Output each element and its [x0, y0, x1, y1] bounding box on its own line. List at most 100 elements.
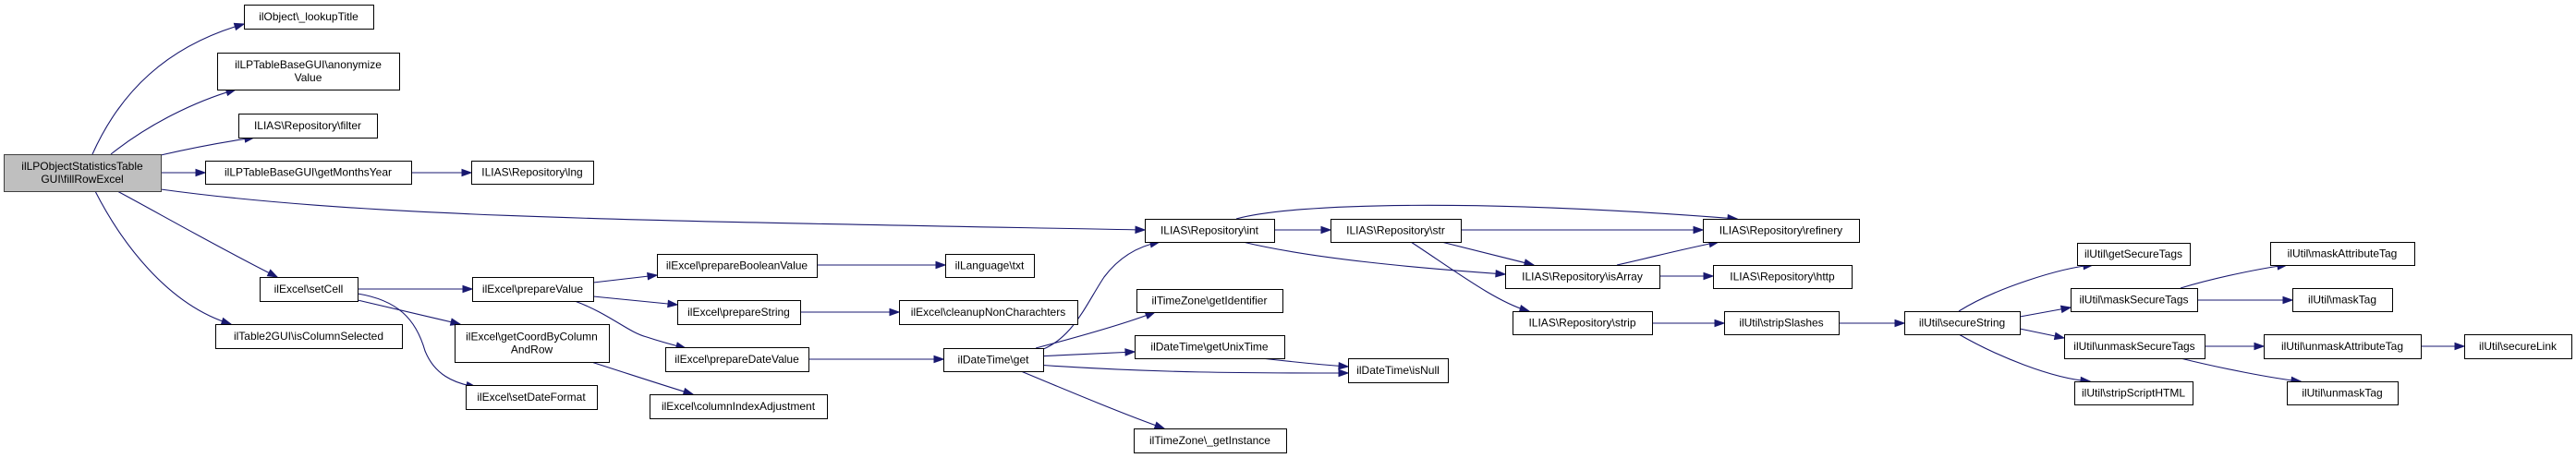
- function-node-stripScriptHTML[interactable]: ilUtil\stripScriptHTML: [2074, 381, 2193, 405]
- node-box: [2077, 243, 2191, 266]
- function-node-secureString[interactable]: ilUtil\secureString: [1904, 311, 2021, 335]
- function-node-unmaskSecureTags[interactable]: ilUtil\unmaskSecureTags: [2064, 334, 2205, 359]
- node-label: AndRow: [511, 344, 553, 356]
- function-node-columnIndexAdjustment[interactable]: ilExcel\columnIndexAdjustment: [650, 394, 828, 419]
- node-label: ILIAS\Repository\str: [1346, 224, 1445, 237]
- function-node-isColumnSelected[interactable]: ilTable2GUI\isColumnSelected: [215, 324, 403, 349]
- edge-unmaskSecureTags-to-unmaskTag: [2180, 357, 2303, 385]
- node-box: [1904, 311, 2021, 335]
- node-label: ilLPTableBaseGUI\getMonthsYear: [225, 166, 392, 179]
- node-label: ilDateTime\isNull: [1356, 364, 1440, 377]
- function-node-strip[interactable]: ILIAS\Repository\strip: [1513, 311, 1653, 335]
- function-node-unmaskAttributeTag[interactable]: ilUtil\unmaskAttributeTag: [2264, 334, 2422, 359]
- node-label: ilUtil\unmaskSecureTags: [2073, 340, 2194, 353]
- edge-stripSlashes-to-secureString: [1839, 319, 1906, 328]
- arrowhead-icon: [667, 299, 679, 308]
- edge-maskSecureTags-to-maskAttributeTag: [2180, 262, 2289, 289]
- function-node-isNull[interactable]: ilDateTime\isNull: [1348, 358, 1449, 383]
- function-node-txt[interactable]: ilLanguage\txt: [945, 254, 1035, 278]
- function-node-setDateFormat[interactable]: ilExcel\setDateFormat: [466, 385, 598, 410]
- function-node-stripSlashes[interactable]: ilUtil\stripSlashes: [1724, 311, 1840, 335]
- arrowhead-icon: [2454, 342, 2466, 351]
- node-label: ilUtil\maskSecureTags: [2079, 294, 2188, 307]
- arrowhead-icon: [935, 260, 947, 270]
- edge-root-to-filter: [160, 135, 256, 156]
- edge-line: [592, 274, 658, 283]
- node-label: ilLanguage\txt: [955, 259, 1025, 272]
- function-node-prepareDateValue[interactable]: ilExcel\prepareDateValue: [665, 347, 809, 372]
- node-label: GUI\fillRowExcel: [41, 173, 123, 186]
- edge-line: [91, 23, 245, 155]
- edge-unmaskSecureTags-to-unmaskAttributeTag: [2205, 342, 2266, 351]
- arrowhead-icon: [682, 387, 695, 396]
- node-label: ILIAS\Repository\strip: [1528, 317, 1635, 330]
- function-node-refinery[interactable]: ILIAS\Repository\refinery: [1703, 219, 1860, 243]
- node-box: [1703, 219, 1860, 243]
- arrowhead-icon: [2053, 331, 2066, 341]
- node-box: [2064, 334, 2205, 359]
- function-node-getUnixTime[interactable]: ilDateTime\getUnixTime: [1135, 335, 1285, 359]
- node-label: ilUtil\secureString: [1919, 317, 2005, 330]
- arrowhead-icon: [2060, 305, 2072, 314]
- function-node-getInstance[interactable]: ilTimeZone\_getInstance: [1134, 428, 1287, 453]
- edge-prepareValue-to-prepareBooleanValue: [592, 271, 659, 283]
- function-node-unmaskTag[interactable]: ilUtil\unmaskTag: [2287, 381, 2399, 405]
- node-box: [2287, 381, 2399, 405]
- node-box: [650, 394, 828, 419]
- node-box: [217, 53, 400, 90]
- edge-dtGet-to-getUnixTime: [1035, 348, 1136, 357]
- function-node-setCell[interactable]: ilExcel\setCell: [260, 277, 358, 302]
- edge-line: [1242, 241, 1506, 275]
- edge-setCell-to-prepareValue: [358, 284, 474, 294]
- node-box: [2074, 381, 2193, 405]
- function-node-isArray[interactable]: ILIAS\Repository\isArray: [1505, 265, 1660, 289]
- edge-int-to-str: [1274, 225, 1332, 235]
- function-node-getIdentifier[interactable]: ilTimeZone\getIdentifier: [1136, 289, 1283, 313]
- function-node-secureLink[interactable]: ilUtil\secureLink: [2464, 334, 2572, 359]
- node-label: ilExcel\setCell: [274, 283, 344, 295]
- node-label: ilExcel\prepareString: [687, 306, 790, 319]
- node-box: [466, 385, 598, 410]
- node-label: ilLPTableBaseGUI\anonymize: [235, 58, 382, 71]
- node-label: ilUtil\maskAttributeTag: [2288, 247, 2398, 260]
- edge-line: [1410, 241, 1530, 312]
- node-box: [1724, 311, 1840, 335]
- node-label: ilExcel\prepareBooleanValue: [666, 259, 808, 272]
- node-label: Value: [295, 71, 322, 84]
- arrowhead-icon: [220, 317, 233, 325]
- arrowhead-icon: [933, 355, 945, 364]
- arrowhead-icon: [1153, 421, 1166, 429]
- function-node-maskTag[interactable]: ilUtil\maskTag: [2292, 288, 2393, 312]
- function-node-prepareBooleanValue[interactable]: ilExcel\prepareBooleanValue: [657, 254, 818, 278]
- edge-maskSecureTags-to-maskTag: [2197, 295, 2294, 305]
- function-node-str[interactable]: ILIAS\Repository\str: [1331, 219, 1462, 243]
- function-node-http[interactable]: ILIAS\Repository\http: [1713, 265, 1853, 289]
- edge-prepareDateValue-to-dtGet: [808, 355, 945, 364]
- node-label: ilExcel\cleanupNonCharachters: [911, 306, 1065, 319]
- node-label: ilExcel\columnIndexAdjustment: [662, 400, 816, 413]
- function-node-maskSecureTags[interactable]: ilUtil\maskSecureTags: [2071, 288, 2198, 312]
- function-node-int[interactable]: ILIAS\Repository\int: [1145, 219, 1275, 243]
- edge-line: [116, 190, 278, 278]
- function-node-lng[interactable]: ILIAS\Repository\lng: [471, 161, 594, 185]
- node-label: ilTimeZone\getIdentifier: [1152, 295, 1268, 307]
- node-box: [665, 347, 809, 372]
- edge-str-to-refinery: [1461, 225, 1705, 235]
- function-node-cleanupNonCharachters[interactable]: ilExcel\cleanupNonCharachters: [899, 300, 1078, 325]
- function-node-prepareValue[interactable]: ilExcel\prepareValue: [472, 277, 594, 302]
- edge-isArray-to-http: [1659, 271, 1715, 281]
- function-node-lookupTitle[interactable]: ilObject\_lookupTitle: [244, 5, 374, 30]
- node-label: ilUtil\maskTag: [2308, 294, 2376, 307]
- node-label: ILIAS\Repository\refinery: [1719, 224, 1842, 237]
- function-node-filter[interactable]: ILIAS\Repository\filter: [238, 114, 378, 139]
- function-node-dtGet[interactable]: ilDateTime\get: [943, 348, 1044, 372]
- function-node-prepareString[interactable]: ilExcel\prepareString: [677, 300, 801, 325]
- arrowhead-icon: [2282, 295, 2294, 305]
- arrowhead-icon: [1124, 348, 1136, 356]
- function-node-getMonthsYear[interactable]: ilLPTableBaseGUI\getMonthsYear: [205, 161, 412, 185]
- function-node-maskAttributeTag[interactable]: ilUtil\maskAttributeTag: [2270, 242, 2415, 266]
- root-function-node[interactable]: ilLPObjectStatisticsTableGUI\fillRowExce…: [4, 154, 162, 192]
- function-node-getSecureTags[interactable]: ilUtil\getSecureTags: [2077, 243, 2191, 266]
